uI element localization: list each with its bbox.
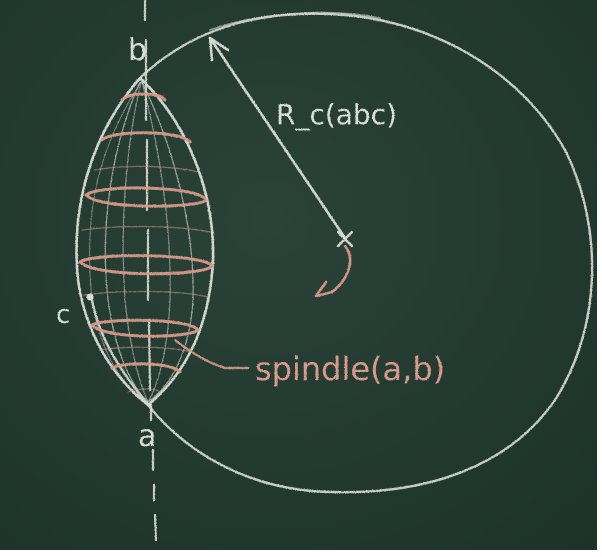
spindle-meridian	[141, 81, 171, 403]
latitude-ring	[78, 254, 214, 276]
radius-arrow-line	[208, 36, 347, 240]
circumcircle-retrace	[209, 11, 381, 31]
circumcircle	[90, 12, 594, 494]
radius-arrowhead	[208, 36, 230, 62]
chalkboard-surface	[0, 0, 597, 550]
label-spindle: spindle(a,b)	[255, 350, 445, 388]
label-radius: R_c(abc)	[276, 98, 397, 131]
latitude-ring	[100, 131, 192, 144]
curved-arrow-line	[330, 244, 352, 294]
label-point-c: c	[56, 300, 70, 330]
spindle-latitudes	[78, 92, 214, 374]
spindle-meridian	[141, 81, 194, 403]
latitude-ring	[110, 362, 182, 374]
label-point-a: a	[138, 419, 156, 454]
spindle-meridian	[89, 81, 149, 403]
latitude-ring	[120, 92, 167, 102]
curved-arrowhead	[314, 280, 334, 298]
spindle-right-edge	[138, 76, 215, 407]
spindle-hatching	[81, 165, 211, 393]
spindle-meridian	[104, 81, 149, 403]
spindle-left-edge	[75, 76, 150, 407]
latitude-ring	[90, 318, 200, 338]
label-point-b: b	[128, 33, 147, 68]
latitude-ring	[84, 186, 208, 208]
center-mark	[336, 230, 354, 248]
spindle-label-pointer	[173, 338, 250, 370]
spindle-meridian	[122, 81, 149, 403]
axis-line	[143, 0, 158, 542]
point-c-dot	[86, 293, 94, 301]
